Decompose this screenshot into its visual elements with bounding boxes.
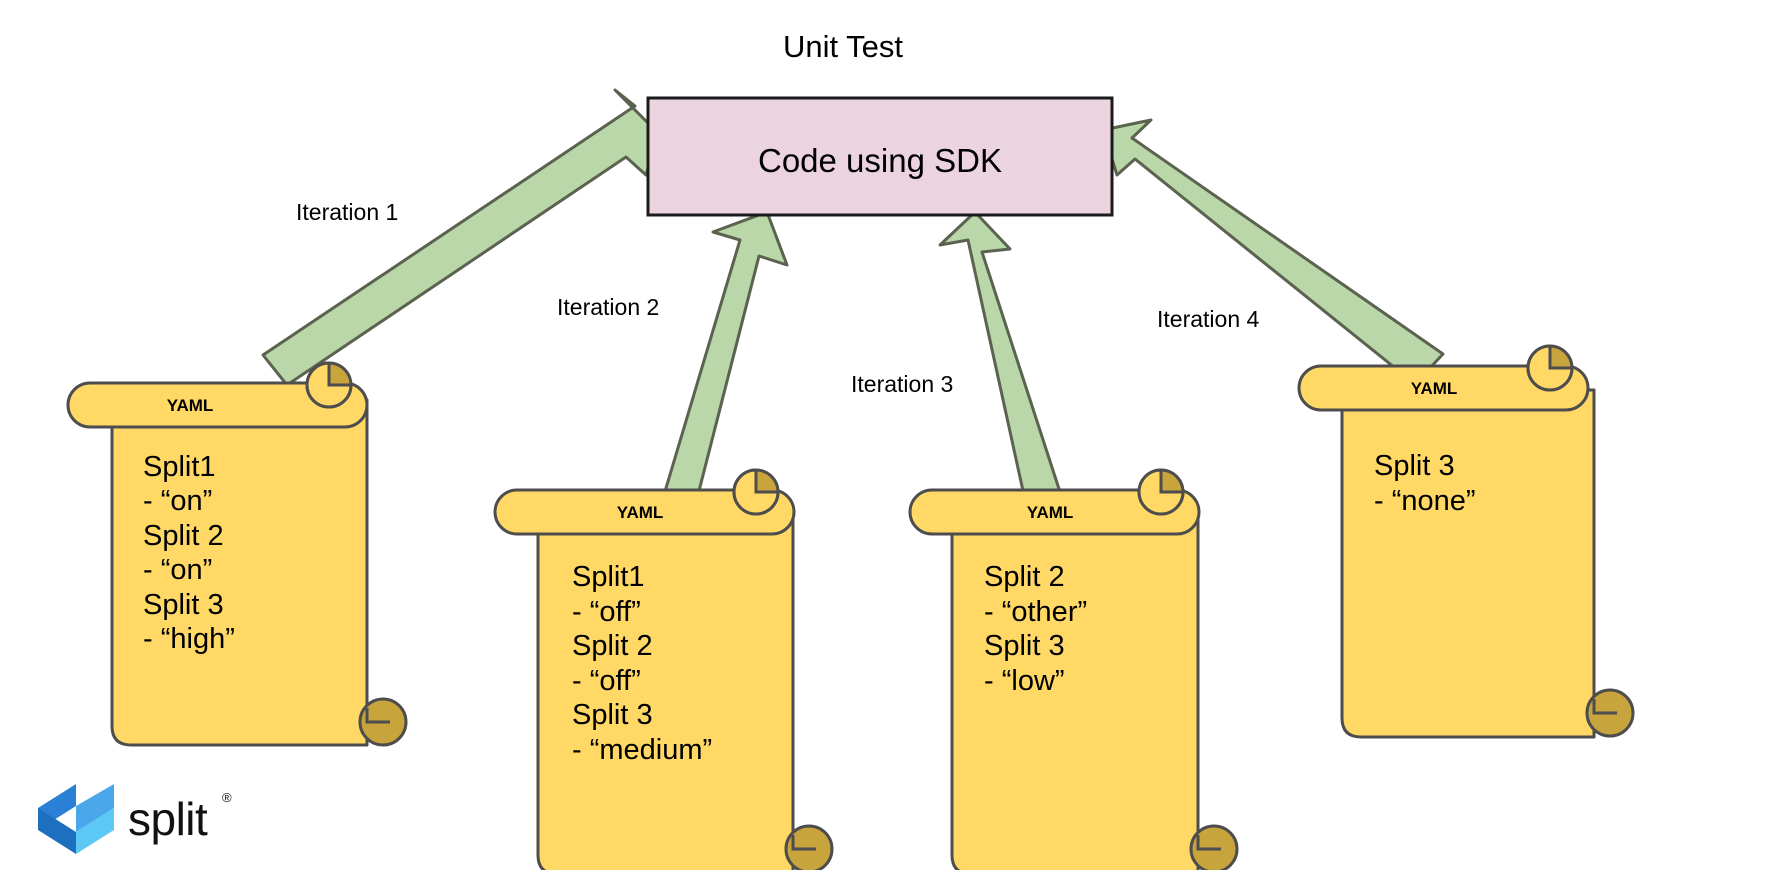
arrow-iteration-2-label: Iteration 2 — [557, 294, 659, 320]
yaml-scroll-1-line-3: Split 2 — [143, 520, 224, 552]
yaml-scroll-1-body — [110, 398, 369, 747]
yaml-scroll-3-body — [950, 505, 1200, 870]
yaml-scroll-4-bottom-curl-spiral — [1592, 699, 1617, 715]
yaml-scroll-3-top-curl-spiral — [1137, 468, 1185, 516]
code-using-sdk-box-rect — [646, 96, 1114, 217]
yaml-scroll-4-line-2: - “none” — [1374, 485, 1476, 517]
yaml-scroll-1[interactable]: YAML Split1 - “on” Split 2 - “on” Split … — [66, 361, 408, 747]
arrow-iteration-1 — [261, 88, 660, 387]
yaml-scroll-4[interactable]: YAML Split 3 - “none” — [1297, 344, 1635, 739]
yaml-scroll-3-bottom-curl-spiral — [1196, 835, 1221, 851]
yaml-scroll-2-body — [536, 505, 795, 870]
code-using-sdk-box[interactable]: Code using SDK — [646, 96, 1114, 217]
yaml-scroll-2-bottom-curl-spiral — [791, 835, 816, 851]
yaml-scroll-3-line-3: Split 3 — [984, 630, 1065, 662]
yaml-scroll-1-top-curl-spiral — [305, 361, 353, 409]
yaml-scroll-1-header-bar — [66, 381, 369, 429]
yaml-scroll-3-line-1: Split 2 — [984, 561, 1065, 593]
yaml-scroll-3-header-bar — [908, 488, 1201, 536]
split-logo-mark-mid-right — [76, 784, 114, 832]
page-title: Unit Test — [783, 29, 903, 64]
yaml-scroll-4-header: YAML — [1411, 379, 1458, 398]
yaml-scroll-2-top-curl-spiral — [732, 468, 780, 516]
yaml-scroll-2[interactable]: YAML Split1 - “off” Split 2 - “off” Spli… — [493, 468, 834, 870]
arrow-iteration-3 — [938, 210, 1062, 502]
split-logo: split ® — [38, 784, 232, 854]
yaml-scroll-2-line-5: Split 3 — [572, 699, 653, 731]
yaml-scroll-1-line-1: Split1 — [143, 451, 216, 483]
split-logo-mark-icon — [38, 784, 114, 854]
split-logo-trademark: ® — [222, 790, 232, 805]
yaml-scroll-2-line-1: Split1 — [572, 561, 645, 593]
split-logo-wordmark: split — [128, 793, 208, 845]
yaml-scroll-2-line-6: - “medium” — [572, 734, 712, 766]
yaml-scroll-4-line-1: Split 3 — [1374, 450, 1455, 482]
yaml-scroll-1-header: YAML — [167, 396, 214, 415]
yaml-scroll-2-line-4: - “off” — [572, 665, 641, 697]
code-using-sdk-label: Code using SDK — [758, 142, 1002, 179]
yaml-scroll-2-header-bar — [493, 488, 796, 536]
yaml-scroll-4-header-bar — [1297, 364, 1590, 412]
split-logo-mark-mid-left — [38, 808, 76, 854]
arrow-iteration-3-shape — [938, 210, 1062, 502]
arrow-iteration-3-label: Iteration 3 — [851, 371, 953, 397]
arrow-iteration-2-shape — [653, 210, 789, 536]
yaml-scroll-1-line-5: Split 3 — [143, 589, 224, 621]
yaml-scroll-2-line-2: - “off” — [572, 596, 641, 628]
arrow-iteration-1-shape — [261, 88, 660, 387]
yaml-scroll-1-line-4: - “on” — [143, 554, 212, 586]
arrow-iteration-4 — [1101, 118, 1445, 386]
arrow-iteration-4-shape — [1101, 118, 1445, 386]
yaml-scroll-3-line-4: - “low” — [984, 665, 1065, 697]
split-logo-mark-bottom — [76, 808, 114, 854]
yaml-scroll-2-line-3: Split 2 — [572, 630, 653, 662]
arrow-iteration-1-label: Iteration 1 — [296, 199, 398, 225]
yaml-scroll-1-line-2: - “on” — [143, 485, 212, 517]
yaml-scroll-2-header: YAML — [617, 503, 664, 522]
yaml-scroll-1-line-6: - “high” — [143, 623, 235, 655]
yaml-scroll-3-line-2: - “other” — [984, 596, 1087, 628]
yaml-scroll-4-body — [1340, 388, 1596, 739]
yaml-scroll-1-bottom-curl-spiral — [365, 708, 390, 724]
arrow-iteration-4-label: Iteration 4 — [1157, 306, 1259, 332]
yaml-scroll-3-header: YAML — [1027, 503, 1074, 522]
arrow-iteration-2 — [653, 210, 789, 536]
yaml-scroll-4-top-curl-spiral — [1526, 344, 1574, 392]
yaml-scroll-3[interactable]: YAML Split 2 - “other” Split 3 - “low” — [908, 468, 1239, 870]
